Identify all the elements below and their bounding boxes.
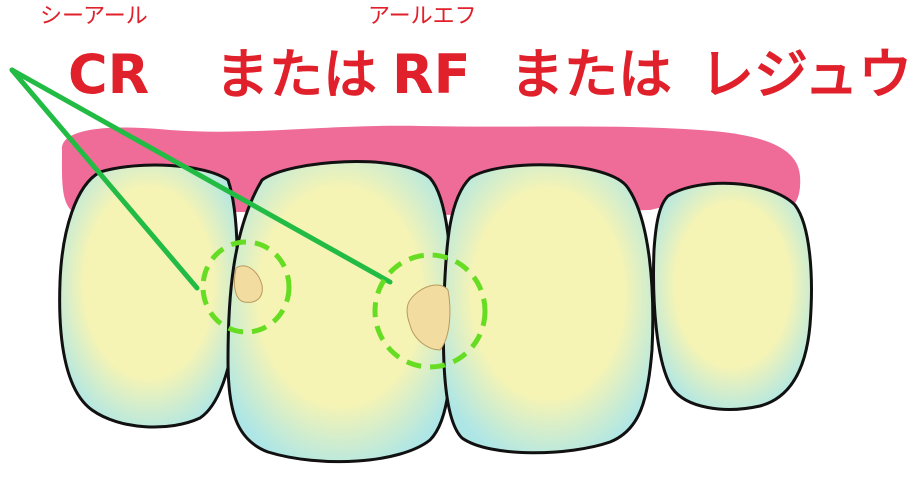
- filling-left: [233, 265, 263, 303]
- or-label-1: または: [215, 43, 377, 106]
- highlight-circle-left: [200, 239, 292, 335]
- rf-label: RF: [392, 43, 471, 106]
- resin-label: レジュウ: [700, 43, 913, 106]
- tooth-left-lateral: [58, 163, 239, 429]
- highlight-circle-right: [372, 252, 488, 370]
- rf-reading: アールエフ: [368, 4, 477, 29]
- tooth-right-lateral: [652, 181, 813, 411]
- pointer-lines: [9, 67, 393, 291]
- tooth-right-central: [441, 163, 655, 455]
- cr-reading: シーアール: [40, 4, 148, 29]
- or-label-2: または: [510, 43, 672, 106]
- filling-right: [406, 284, 451, 351]
- tooth-left-central: [226, 160, 454, 464]
- cr-label: CR: [68, 43, 150, 106]
